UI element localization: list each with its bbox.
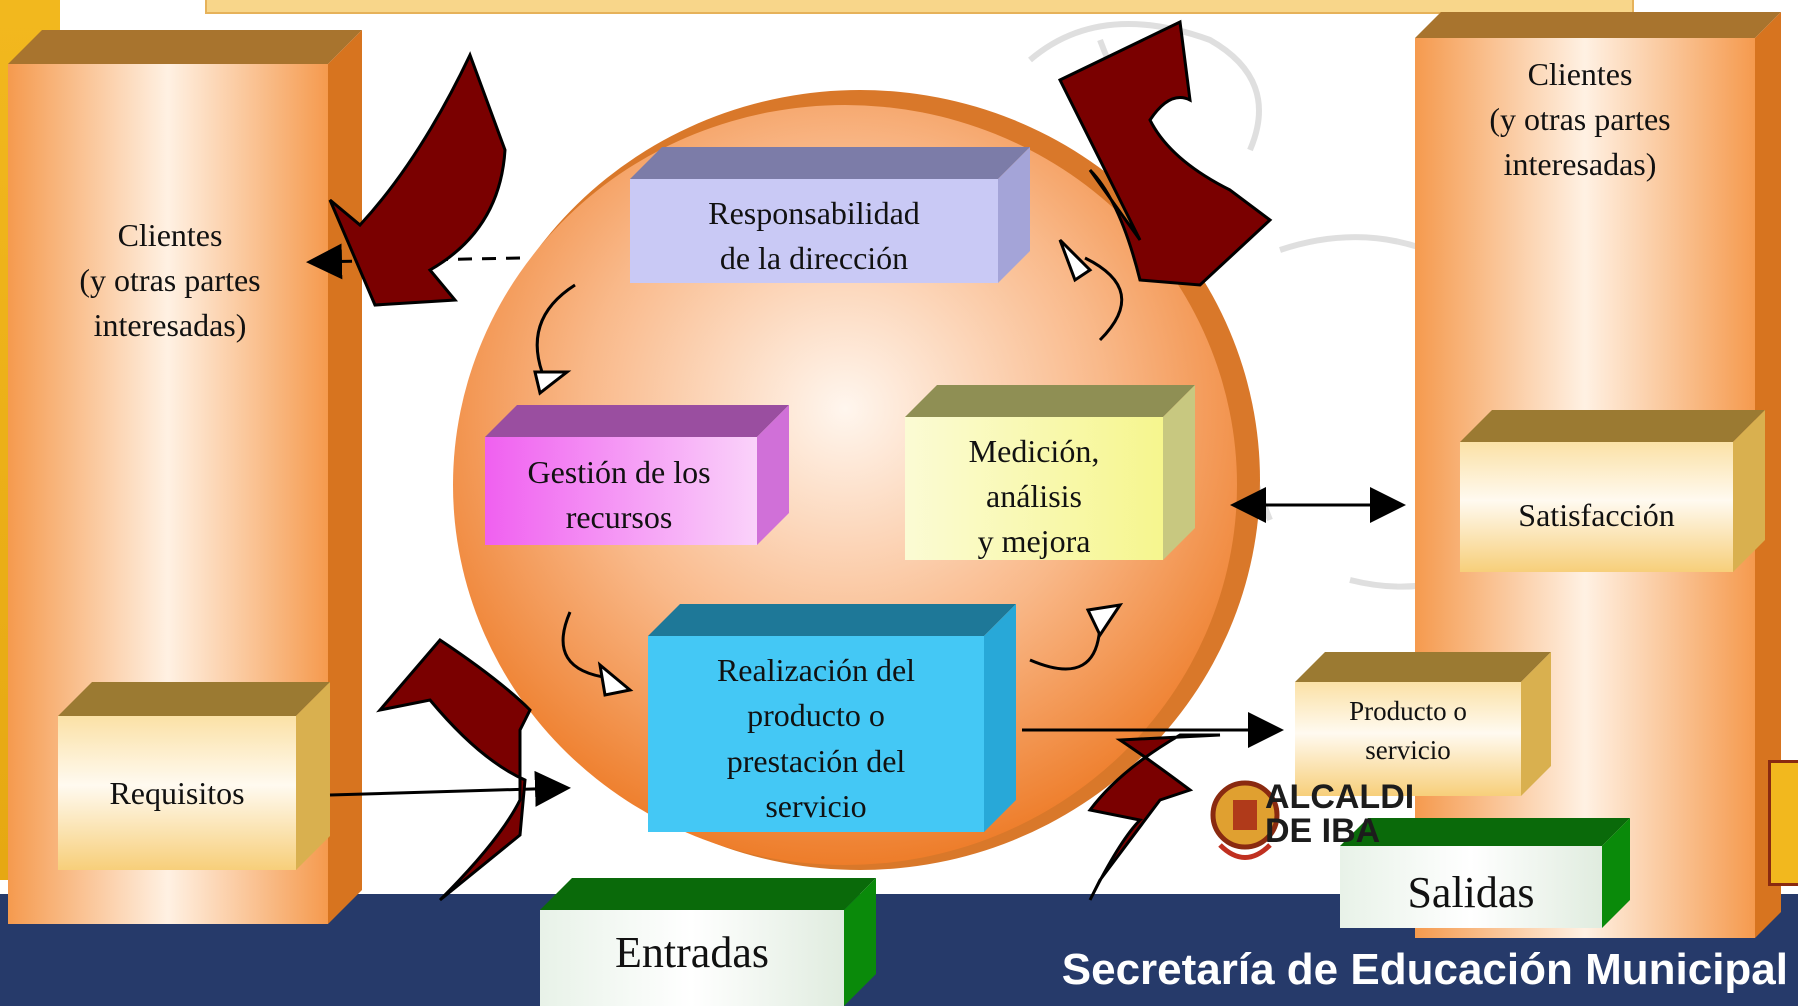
right-column-title: Clientes (y otras partes interesadas) xyxy=(1460,52,1700,186)
realization-line1: Realización del xyxy=(716,652,916,688)
resources-box: Gestión de los recursos xyxy=(485,450,753,540)
measurement-box-shape xyxy=(905,385,1195,560)
logo-line2: DE IBA xyxy=(1265,812,1381,850)
resources-line2: recursos xyxy=(565,498,673,535)
management-line2: de la dirección xyxy=(719,239,909,276)
left-column-title-line1: Clientes xyxy=(117,217,223,253)
requirements-box-shape xyxy=(58,682,330,870)
cycle-arrow-bottom-left xyxy=(561,611,611,680)
right-column-title-line2: (y otras partes xyxy=(1489,100,1671,137)
realization-line3: prestación del xyxy=(726,742,906,779)
realization-box: Realización del producto o prestación de… xyxy=(648,648,984,830)
municipality-logo-text: ALCALDI DE IBA xyxy=(1265,780,1414,848)
right-edge-flag xyxy=(1768,760,1798,886)
measurement-line2: análisis xyxy=(986,477,1082,514)
product-service-box: Producto o servicio xyxy=(1295,692,1521,770)
right-column-title-line3: interesadas) xyxy=(1503,145,1657,182)
requirements-box: Requisitos xyxy=(109,774,245,811)
satisfaction-box-shape xyxy=(1460,410,1765,572)
management-box: Responsabilidad de la dirección xyxy=(630,191,998,281)
cycle-arrow-top-left xyxy=(535,283,576,381)
right-column-title-line1: Clientes xyxy=(1527,56,1633,92)
realization-line2: producto o xyxy=(747,697,885,734)
cycle-arrow-top-right xyxy=(1084,256,1124,342)
footer-title: Secretaría de Educación Municipal xyxy=(1061,945,1788,994)
logo-line1: ALCALDI xyxy=(1265,778,1415,816)
left-column-title: Clientes (y otras partes interesadas) xyxy=(55,213,285,347)
big-arrow-top-right xyxy=(1057,19,1273,287)
big-arrow-bottom-right xyxy=(1087,733,1221,901)
product-service-line1: Producto o xyxy=(1349,696,1467,726)
inputs-box-shape xyxy=(540,878,876,1006)
inputs-label: Entradas xyxy=(615,928,769,977)
big-arrow-top-left xyxy=(328,51,507,307)
product-service-line2: servicio xyxy=(1365,735,1451,766)
measurement-box: Medición, análisis y mejora xyxy=(905,429,1163,563)
resources-line1: Gestión de los xyxy=(527,454,711,490)
realization-line4: servicio xyxy=(765,788,867,825)
cycle-arrow-bottom-right xyxy=(1029,619,1102,671)
municipality-seal-icon xyxy=(1210,780,1280,860)
outputs-box-shape xyxy=(1340,818,1630,928)
left-column-title-line2: (y otras partes xyxy=(79,261,261,298)
resources-box-shape xyxy=(485,405,789,545)
management-box-shape xyxy=(630,147,1030,283)
big-arrow-bottom-left xyxy=(376,638,532,902)
satisfaction-box: Satisfacción xyxy=(1518,496,1675,533)
management-line1: Responsabilidad xyxy=(708,195,920,231)
top-title-bar xyxy=(205,0,1634,14)
product-service-box-shape xyxy=(1295,652,1551,796)
realization-box-shape xyxy=(648,604,1016,832)
measurement-line3: y mejora xyxy=(977,522,1091,559)
left-column-title-line3: interesadas) xyxy=(93,306,247,343)
measurement-line1: Medición, xyxy=(968,433,1100,469)
requirements-input-arrow xyxy=(329,770,571,807)
outputs-label: Salidas xyxy=(1407,868,1535,917)
